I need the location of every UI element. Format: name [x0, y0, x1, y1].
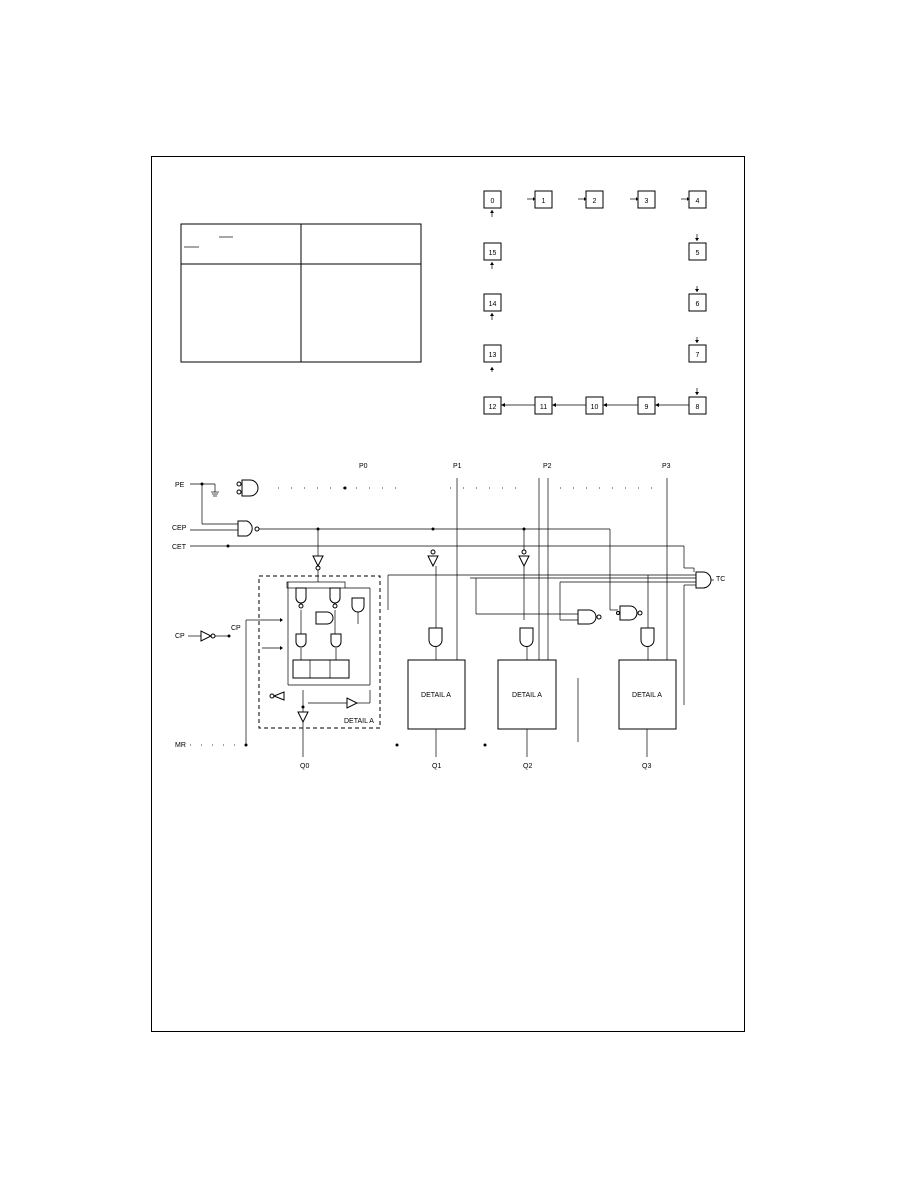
state-label: 5: [696, 250, 700, 257]
state-12: 12: [483, 396, 502, 415]
state-5: 5: [688, 242, 707, 261]
input-mr-label: MR: [175, 742, 186, 749]
detail-a-caption: DETAIL A: [344, 718, 374, 725]
state-label: 11: [540, 404, 547, 411]
state-label: 9: [645, 404, 649, 411]
output-q2-label: Q2: [523, 763, 532, 770]
input-cet-label: CET: [172, 544, 187, 551]
state-8: 8: [688, 396, 707, 415]
state-6: 6: [688, 293, 707, 312]
input-p2-label: P2: [543, 463, 552, 470]
state-9: 9: [637, 396, 656, 415]
state-11: 11: [534, 396, 553, 415]
diagram-frame: [151, 156, 745, 1032]
input-p3-label: P3: [662, 463, 671, 470]
tc-gate: [388, 568, 714, 705]
state-label: 12: [489, 404, 497, 411]
cp-internal-label: CP: [231, 625, 241, 632]
state-15: 15: [483, 242, 502, 261]
buffer-triangles: [312, 529, 530, 620]
state-2: 2: [585, 190, 604, 209]
output-q1-label: Q1: [432, 763, 441, 770]
state-3: 3: [637, 190, 656, 209]
output-tc-label: TC: [716, 576, 725, 583]
state-label: 7: [696, 352, 700, 359]
state-label: 2: [593, 198, 597, 205]
state-13: 13: [483, 344, 502, 363]
state-label: 14: [489, 301, 497, 308]
input-p0-label: P0: [359, 463, 368, 470]
state-14: 14: [483, 293, 502, 312]
detail-block-2: DETAIL A: [497, 659, 557, 757]
transition-arrows: [490, 197, 699, 407]
detail-a-box: DETAIL A: [258, 575, 381, 757]
input-p1-label: P1: [453, 463, 462, 470]
state-4: 4: [688, 190, 707, 209]
state-0: 0: [483, 190, 502, 209]
detail-block-label: DETAIL A: [421, 692, 451, 699]
state-label: 6: [696, 301, 700, 308]
cep-gate: [190, 484, 618, 611]
detail-block-label: DETAIL A: [632, 692, 662, 699]
output-q3-label: Q3: [642, 763, 651, 770]
state-1: 1: [534, 190, 553, 209]
state-label: 8: [696, 404, 700, 411]
pe-gate: [236, 479, 259, 497]
state-label: 1: [542, 198, 546, 205]
cet-line: [190, 544, 694, 569]
cp-inverter: CP: [188, 625, 241, 642]
state-label: 3: [645, 198, 649, 205]
state-7: 7: [688, 344, 707, 363]
state-label: 13: [489, 352, 497, 359]
state-label: 10: [591, 404, 599, 411]
block-input-gates: [428, 566, 655, 660]
state-label: 15: [489, 250, 497, 257]
input-cep-label: CEP: [172, 525, 187, 532]
output-q0-label: Q0: [300, 763, 309, 770]
detail-block-3: DETAIL A: [618, 659, 677, 757]
state-label: 4: [696, 198, 700, 205]
pe-line: [190, 482, 660, 497]
state-10: 10: [585, 396, 604, 415]
detail-block-label: DETAIL A: [512, 692, 542, 699]
state-label: 0: [491, 198, 495, 205]
parallel-input-lines: [387, 478, 668, 660]
detail-block-1: DETAIL A: [407, 659, 466, 757]
mr-line: [190, 619, 487, 747]
input-cp-label: CP: [175, 633, 185, 640]
input-pe-label: PE: [175, 482, 185, 489]
